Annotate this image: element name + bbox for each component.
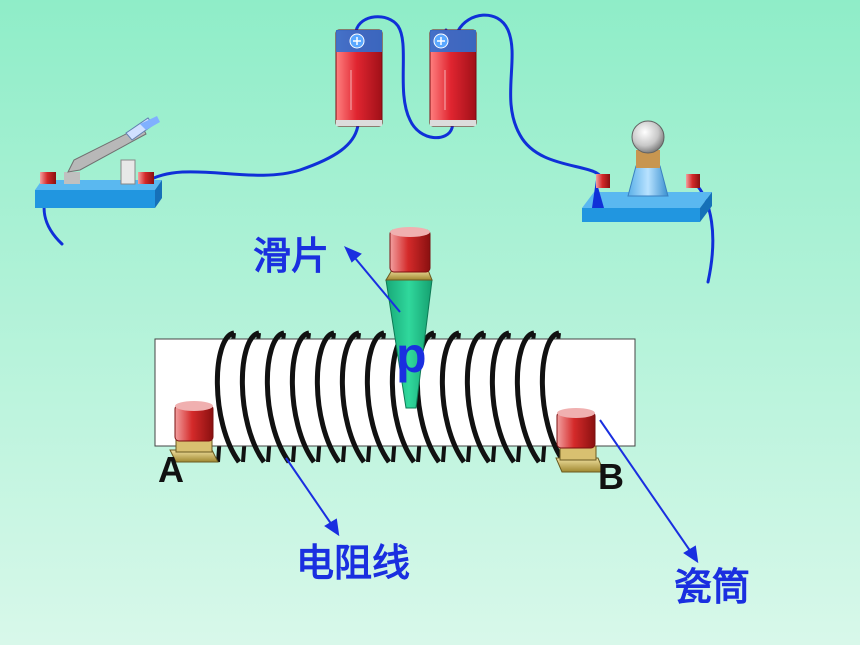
resistance-wire-coil [214,330,567,464]
arrow-wire-head [324,518,340,537]
coil-turn [289,330,317,464]
arrow-tube-head [683,545,699,564]
coil-turn [314,330,342,464]
wire-right-terminal-tail [692,180,715,284]
light-bulb-icon [582,120,712,222]
coil-turn [339,330,367,464]
coil-turn [539,330,567,464]
coil-turn [214,330,242,464]
arrow-slider-head [344,246,362,263]
coil-turn [464,330,492,464]
battery-left-icon [335,29,383,127]
arrow-slider [349,251,401,313]
label-slider: 滑片 [253,234,330,278]
battery-right-icon [429,29,477,127]
arrow-tube [599,419,694,556]
coil-turn [364,330,392,464]
label-terminal-a: A [158,449,184,490]
terminal-a-post [169,401,219,463]
coil-turn [239,330,267,464]
coil-turn [439,330,467,464]
coil-turn [264,330,292,464]
knife-switch-icon [35,116,162,208]
rheostat [154,227,636,473]
slider-contact [385,227,433,409]
coil-turn [489,330,517,464]
label-slider-contact: p [396,327,427,383]
label-ceramic-tube: 瓷筒 [674,565,751,609]
terminal-b-post [555,408,605,473]
pointer-arrows [285,246,699,564]
wire-switch-to-battery [144,123,360,184]
coil-turn [514,330,542,464]
label-terminal-b: B [598,456,624,497]
wire-battery-to-bulb [456,13,604,182]
label-resistance-wire: 电阻线 [296,541,411,585]
arrow-wire [285,457,335,529]
